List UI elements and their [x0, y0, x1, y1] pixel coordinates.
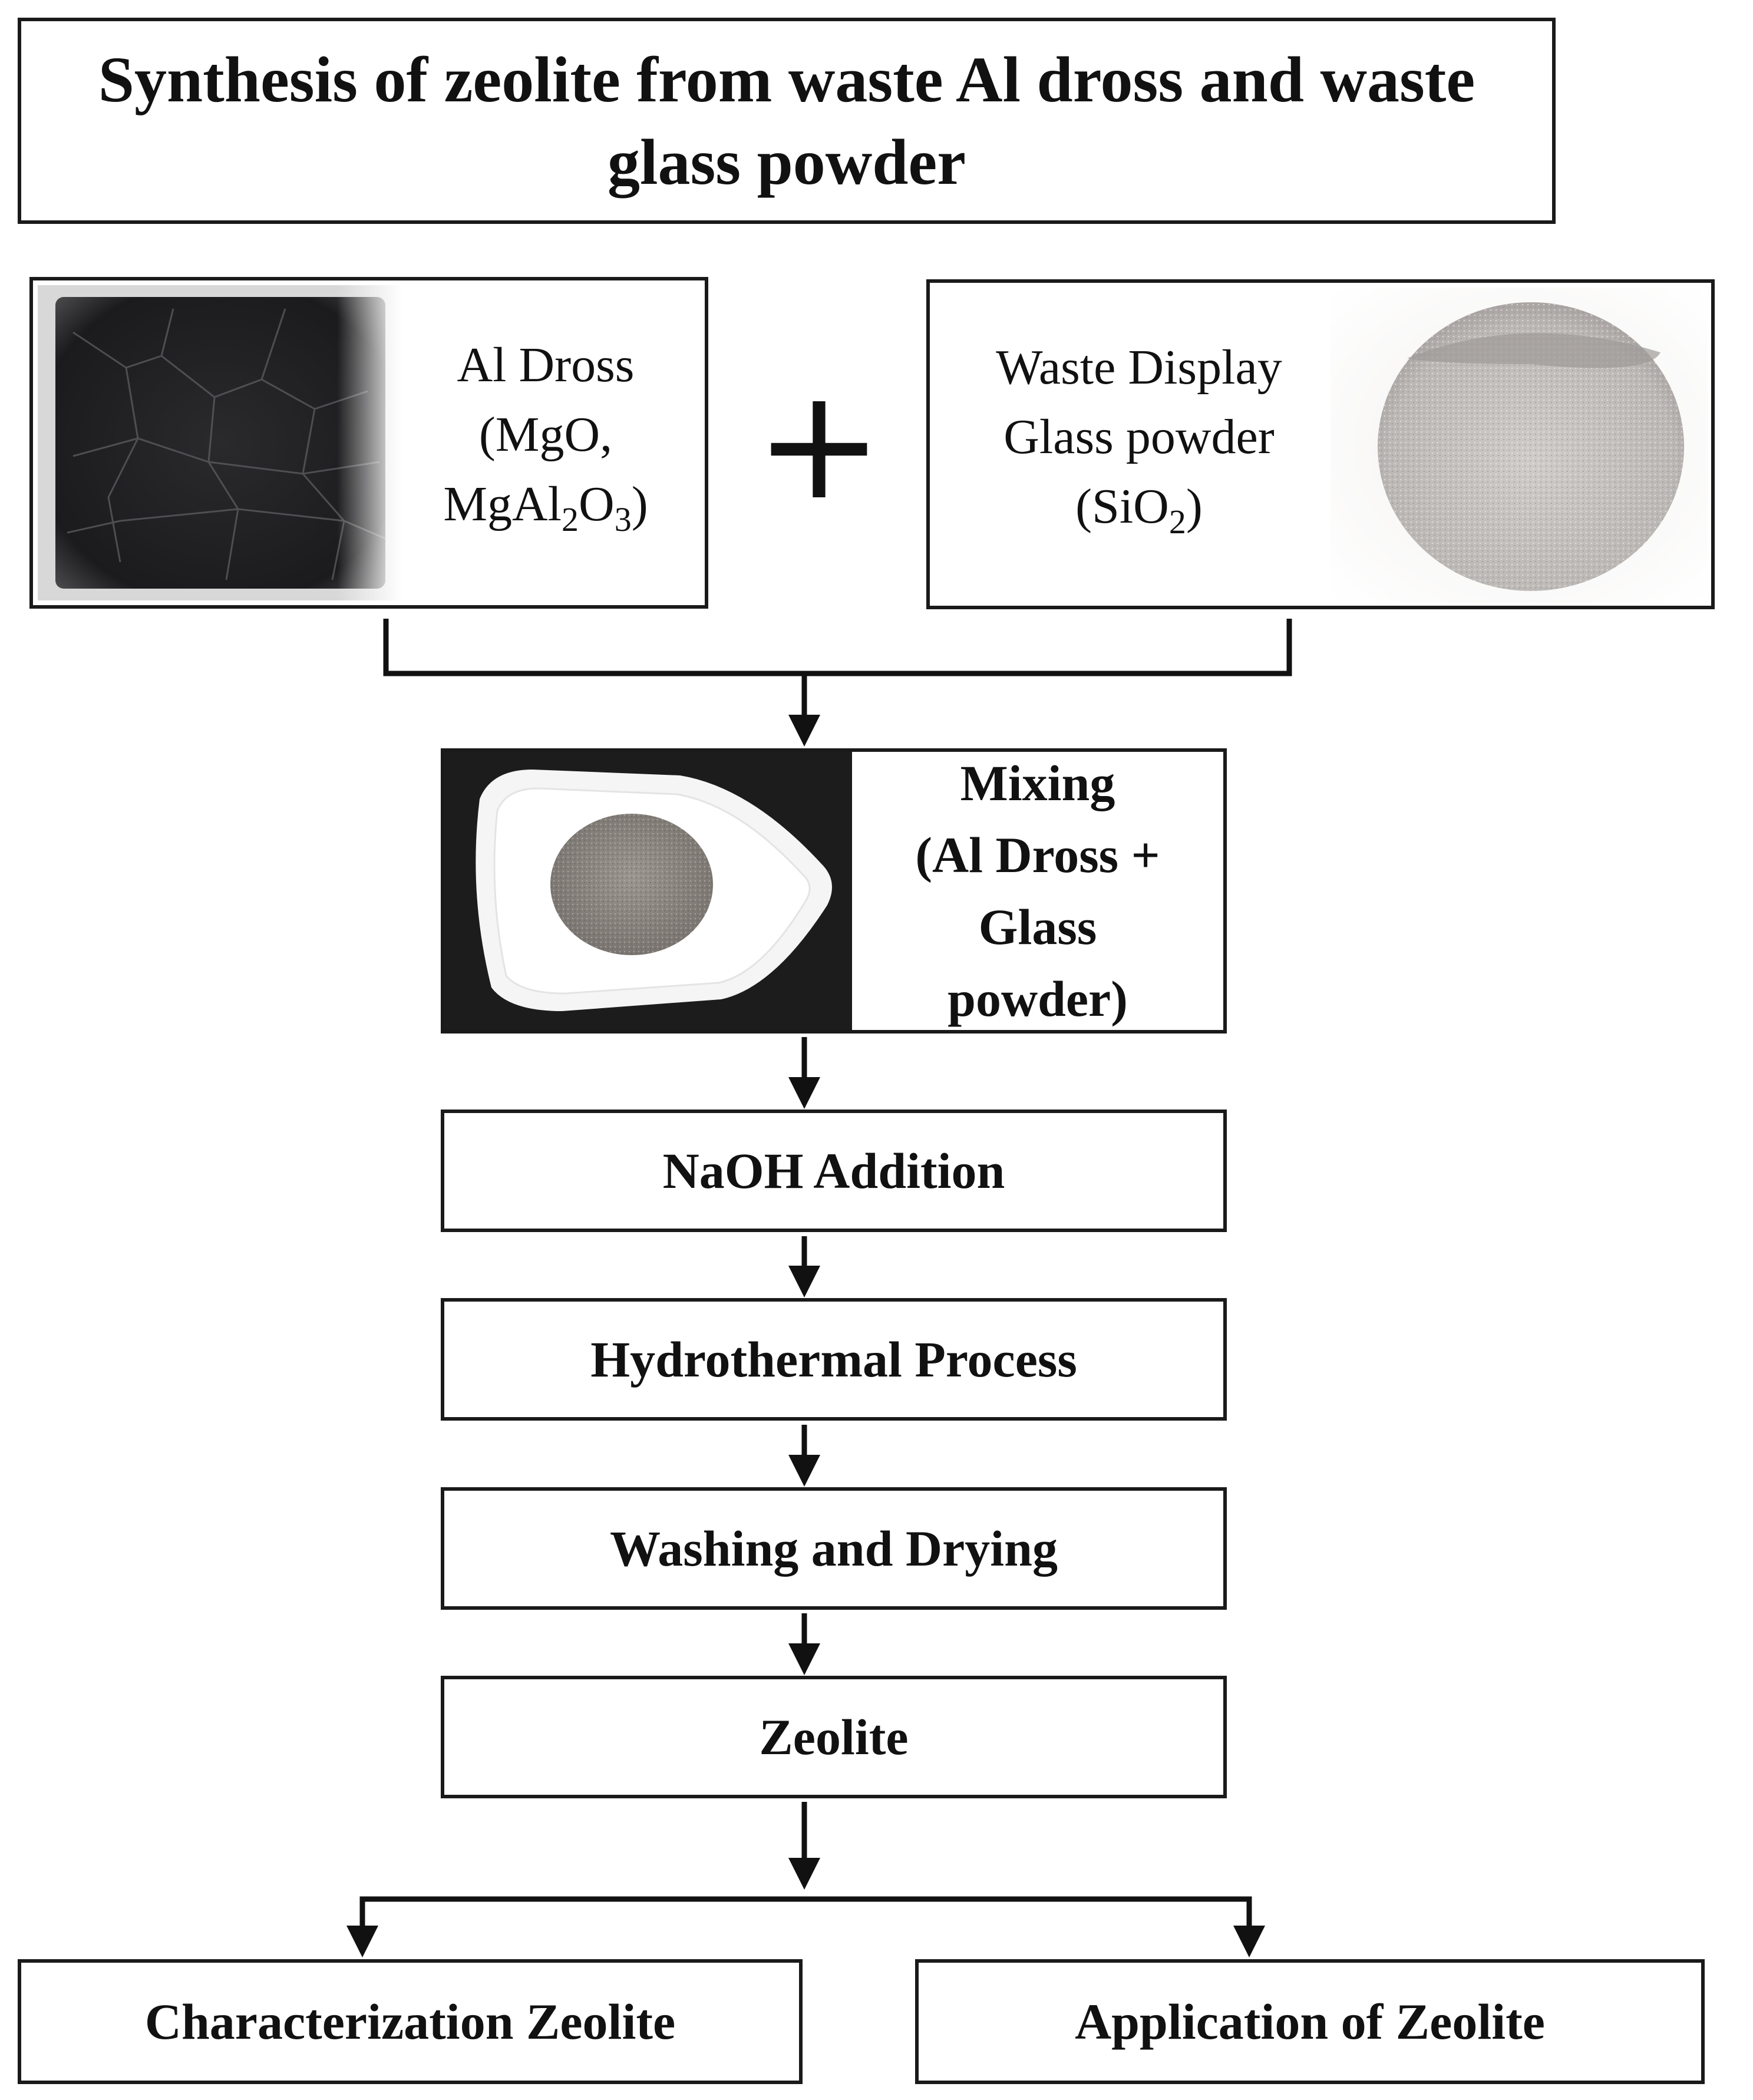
zeolite-label: Zeolite — [759, 1709, 909, 1765]
mixed-powder-dish-photo-icon — [444, 752, 852, 1030]
diagram-title-box: Synthesis of zeolite from waste Al dross… — [18, 18, 1556, 224]
plus-sign: + — [755, 356, 883, 534]
waste-glass-name-line2: Glass powder — [1003, 410, 1275, 465]
naoh-addition-box: NaOH Addition — [441, 1110, 1227, 1232]
application-box: Application of Zeolite — [915, 1959, 1705, 2084]
hydrothermal-process-box: Hydrothermal Process — [441, 1298, 1227, 1421]
output-split-bracket — [359, 1896, 1252, 1903]
mixing-label: Mixing (Al Dross + Glass powder) — [852, 752, 1223, 1030]
black-dross-photo-icon — [38, 285, 403, 600]
hydrothermal-process-label: Hydrothermal Process — [590, 1331, 1077, 1388]
waste-glass-box: Waste Display Glass powder (SiO2) — [926, 279, 1715, 609]
characterization-label: Characterization Zeolite — [144, 1993, 676, 2050]
al-dross-label: Al Dross (MgO, MgAl2O3) — [392, 298, 699, 587]
waste-glass-name-line1: Waste Display — [996, 340, 1282, 395]
al-dross-composition-line1: (MgO, — [478, 407, 613, 463]
naoh-addition-label: NaOH Addition — [662, 1143, 1005, 1199]
waste-glass-composition: (SiO2) — [1075, 479, 1203, 541]
application-label: Application of Zeolite — [1075, 1993, 1545, 2050]
al-dross-composition-line2: MgAl2O3) — [443, 477, 648, 539]
washing-drying-label: Washing and Drying — [610, 1520, 1058, 1577]
characterization-box: Characterization Zeolite — [18, 1959, 803, 2084]
mixing-detail-line3: powder) — [948, 970, 1128, 1027]
waste-glass-label: Waste Display Glass powder (SiO2) — [953, 301, 1325, 589]
diagram-title: Synthesis of zeolite from waste Al dross… — [98, 44, 1475, 198]
mixing-box: Mixing (Al Dross + Glass powder) — [441, 748, 1227, 1034]
input-merge-bracket — [383, 619, 1292, 676]
mixing-detail-line2: Glass — [978, 899, 1097, 955]
zeolite-box: Zeolite — [441, 1676, 1227, 1798]
washing-drying-box: Washing and Drying — [441, 1487, 1227, 1610]
al-dross-box: Al Dross (MgO, MgAl2O3) — [29, 277, 708, 609]
mixing-detail-line1: (Al Dross + — [915, 827, 1160, 883]
mixing-title: Mixing — [960, 755, 1115, 811]
al-dross-name: Al Dross — [457, 338, 635, 393]
glass-powder-photo-icon — [1331, 288, 1708, 603]
